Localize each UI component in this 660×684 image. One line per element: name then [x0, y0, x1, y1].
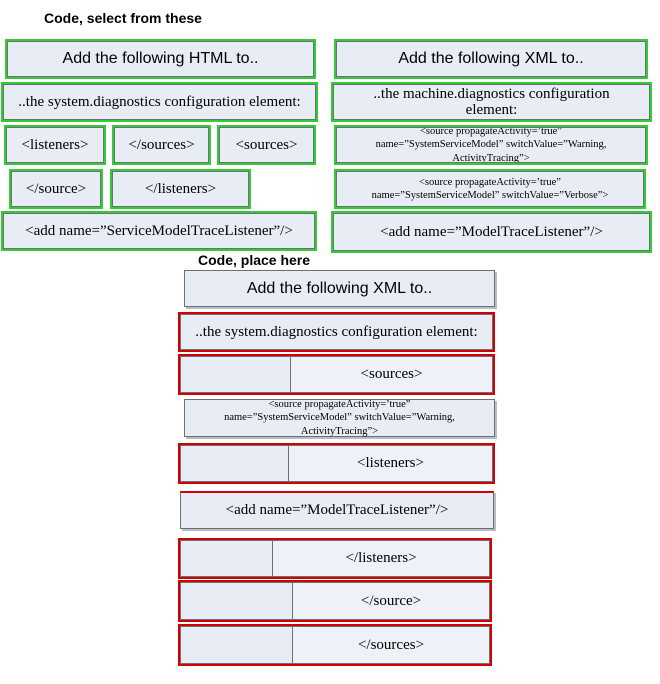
answer-system-diagnostics[interactable]: ..the system.diagnostics configuration e… [178, 312, 495, 352]
source-sources-open-label: <sources> [235, 136, 298, 153]
answer-slot-listeners-open[interactable]: <listeners> [178, 443, 495, 484]
source-source-verbose-label: <source propagateActivity=’true” name=”S… [371, 176, 609, 201]
answer-xml-intro[interactable]: Add the following XML to.. [184, 270, 495, 307]
answer-source-warning-label: <source propagateActivity=’true” name=”S… [224, 399, 455, 437]
answer-slot-listeners-close[interactable]: </listeners> [178, 538, 492, 579]
answer-source-warning[interactable]: <source propagateActivity=’true” name=”S… [184, 399, 495, 437]
answer-system-diagnostics-label: ..the system.diagnostics configuration e… [195, 323, 478, 340]
source-system-diagnostics-label: ..the system.diagnostics configuration e… [18, 93, 301, 110]
select-heading: Code, select from these [44, 10, 202, 26]
answer-listeners-open-label: <listeners> [289, 446, 492, 481]
answer-slot-sources-close[interactable]: </sources> [178, 624, 492, 666]
answer-slot-source-close[interactable]: </source> [178, 580, 492, 622]
source-listeners-close[interactable]: </listeners> [110, 169, 251, 209]
answer-slot-sources-open[interactable]: <sources> [178, 354, 495, 395]
answer-add-model-listener-label: <add name=”ModelTraceListener”/> [225, 502, 449, 518]
source-html-intro[interactable]: Add the following HTML to.. [5, 39, 316, 79]
source-sources-open[interactable]: <sources> [217, 125, 316, 165]
source-source-warning-label: <source propagateActivity=’true” name=”S… [375, 127, 607, 163]
source-source-verbose[interactable]: <source propagateActivity=’true” name=”S… [334, 169, 646, 209]
source-source-close-label: </source> [25, 180, 87, 197]
answer-add-model-listener[interactable]: <add name=”ModelTraceListener”/> [180, 491, 494, 529]
source-system-diagnostics[interactable]: ..the system.diagnostics configuration e… [1, 82, 318, 122]
answer-source-close-label: </source> [293, 583, 489, 619]
source-source-close[interactable]: </source> [9, 169, 103, 209]
source-sources-close-label: </sources> [128, 136, 195, 153]
source-source-warning[interactable]: <source propagateActivity=’true” name=”S… [334, 125, 648, 165]
answer-indent [181, 583, 293, 619]
answer-listeners-close-label: </listeners> [273, 541, 489, 576]
source-listeners-open[interactable]: <listeners> [4, 125, 106, 165]
source-add-model-listener-label: <add name=”ModelTraceListener”/> [380, 223, 603, 240]
answer-indent [181, 627, 293, 663]
source-machine-diagnostics[interactable]: ..the machine.diagnostics configuration … [331, 82, 652, 122]
source-machine-diagnostics-label: ..the machine.diagnostics configuration … [373, 85, 610, 119]
source-html-intro-label: Add the following HTML to.. [62, 50, 259, 67]
answer-indent [181, 446, 289, 481]
source-listeners-close-label: </listeners> [144, 180, 217, 197]
answer-indent [181, 357, 291, 392]
answer-xml-intro-label: Add the following XML to.. [246, 279, 433, 297]
source-listeners-open-label: <listeners> [21, 136, 89, 153]
source-xml-intro-label: Add the following XML to.. [398, 50, 584, 67]
source-add-service-listener-label: <add name=”ServiceModelTraceListener”/> [25, 222, 293, 239]
source-add-model-listener[interactable]: <add name=”ModelTraceListener”/> [331, 211, 652, 253]
answer-sources-open-label: <sources> [291, 357, 492, 392]
source-add-service-listener[interactable]: <add name=”ServiceModelTraceListener”/> [1, 211, 317, 251]
source-xml-intro[interactable]: Add the following XML to.. [334, 39, 648, 79]
place-heading: Code, place here [198, 252, 311, 268]
answer-indent [181, 541, 273, 576]
source-sources-close[interactable]: </sources> [112, 125, 211, 165]
answer-sources-close-label: </sources> [293, 627, 489, 663]
